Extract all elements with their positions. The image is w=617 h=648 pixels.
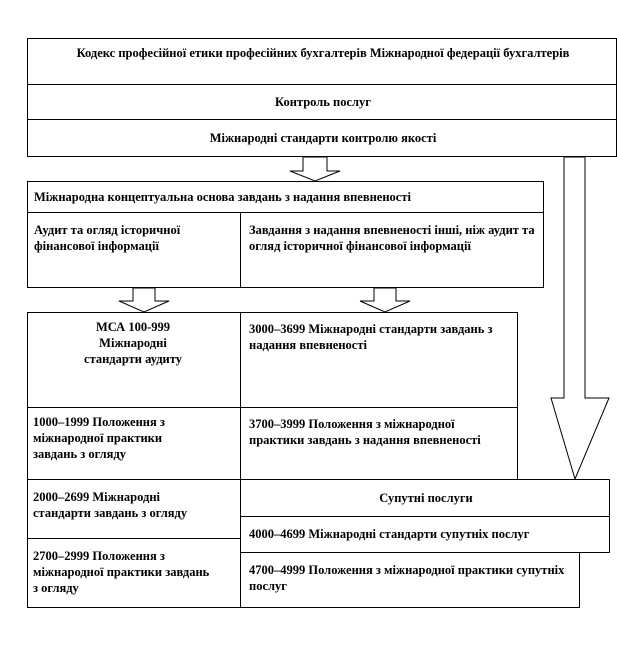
framework-right-header-box: Завдання з надання впевненості інші, ніж… xyxy=(240,212,544,288)
isa-standards-box: МСА 100-999 Міжнародні стандарти аудиту xyxy=(27,312,241,408)
arrow-to-framework xyxy=(289,156,341,182)
review-practice-2-box: 2700–2999 Положення з міжнародної практи… xyxy=(27,538,241,608)
related-practice-text: 4700–4999 Положення з міжнародної практи… xyxy=(249,563,565,593)
review-standards-text: 2000–2699 Міжнародні стандарти завдань з… xyxy=(33,490,188,520)
arrow-to-assurance xyxy=(359,287,411,313)
review-practice-text: 1000–1999 Положення з міжнародної практи… xyxy=(33,415,165,461)
code-of-ethics-box: Кодекс професійної етики професійних бух… xyxy=(27,38,617,85)
framework-left-header-text: Аудит та огляд історичної фінансової інф… xyxy=(34,223,181,253)
framework-title-box: Міжнародна концептуальна основа завдань … xyxy=(27,181,544,213)
framework-title-text: Міжнародна концептуальна основа завдань … xyxy=(34,190,411,204)
related-practice-box: 4700–4999 Положення з міжнародної практи… xyxy=(240,552,580,608)
arrow-to-isa xyxy=(118,287,170,313)
services-control-box: Контроль послуг xyxy=(27,84,617,120)
isa-standards-text: МСА 100-999 Міжнародні стандарти аудиту xyxy=(84,320,182,366)
assurance-practice-text: 3700–3999 Положення з міжнародної практи… xyxy=(249,417,481,447)
code-of-ethics-text: Кодекс професійної етики професійних бух… xyxy=(76,46,570,60)
related-services-title-text: Супутні послуги xyxy=(379,491,473,505)
assurance-practice-box: 3700–3999 Положення з міжнародної практи… xyxy=(240,407,518,480)
assurance-standards-box: 3000–3699 Міжнародні стандарти завдань з… xyxy=(240,312,518,408)
framework-left-header-box: Аудит та огляд історичної фінансової інф… xyxy=(27,212,241,288)
framework-right-header-text: Завдання з надання впевненості інші, ніж… xyxy=(249,223,535,253)
quality-control-box: Міжнародні стандарти контролю якості xyxy=(27,119,617,157)
review-practice-2-text: 2700–2999 Положення з міжнародної практи… xyxy=(33,549,210,595)
quality-control-text: Міжнародні стандарти контролю якості xyxy=(209,131,437,145)
related-standards-box: 4000–4699 Міжнародні стандарти супутніх … xyxy=(240,516,610,553)
arrow-to-related-services xyxy=(550,156,610,481)
services-control-text: Контроль послуг xyxy=(275,95,371,109)
review-practice-box: 1000–1999 Положення з міжнародної практи… xyxy=(27,407,241,480)
related-standards-text: 4000–4699 Міжнародні стандарти супутніх … xyxy=(249,527,530,541)
related-services-title-box: Супутні послуги xyxy=(240,479,610,517)
review-standards-box: 2000–2699 Міжнародні стандарти завдань з… xyxy=(27,479,241,539)
assurance-standards-text: 3000–3699 Міжнародні стандарти завдань з… xyxy=(249,322,493,352)
